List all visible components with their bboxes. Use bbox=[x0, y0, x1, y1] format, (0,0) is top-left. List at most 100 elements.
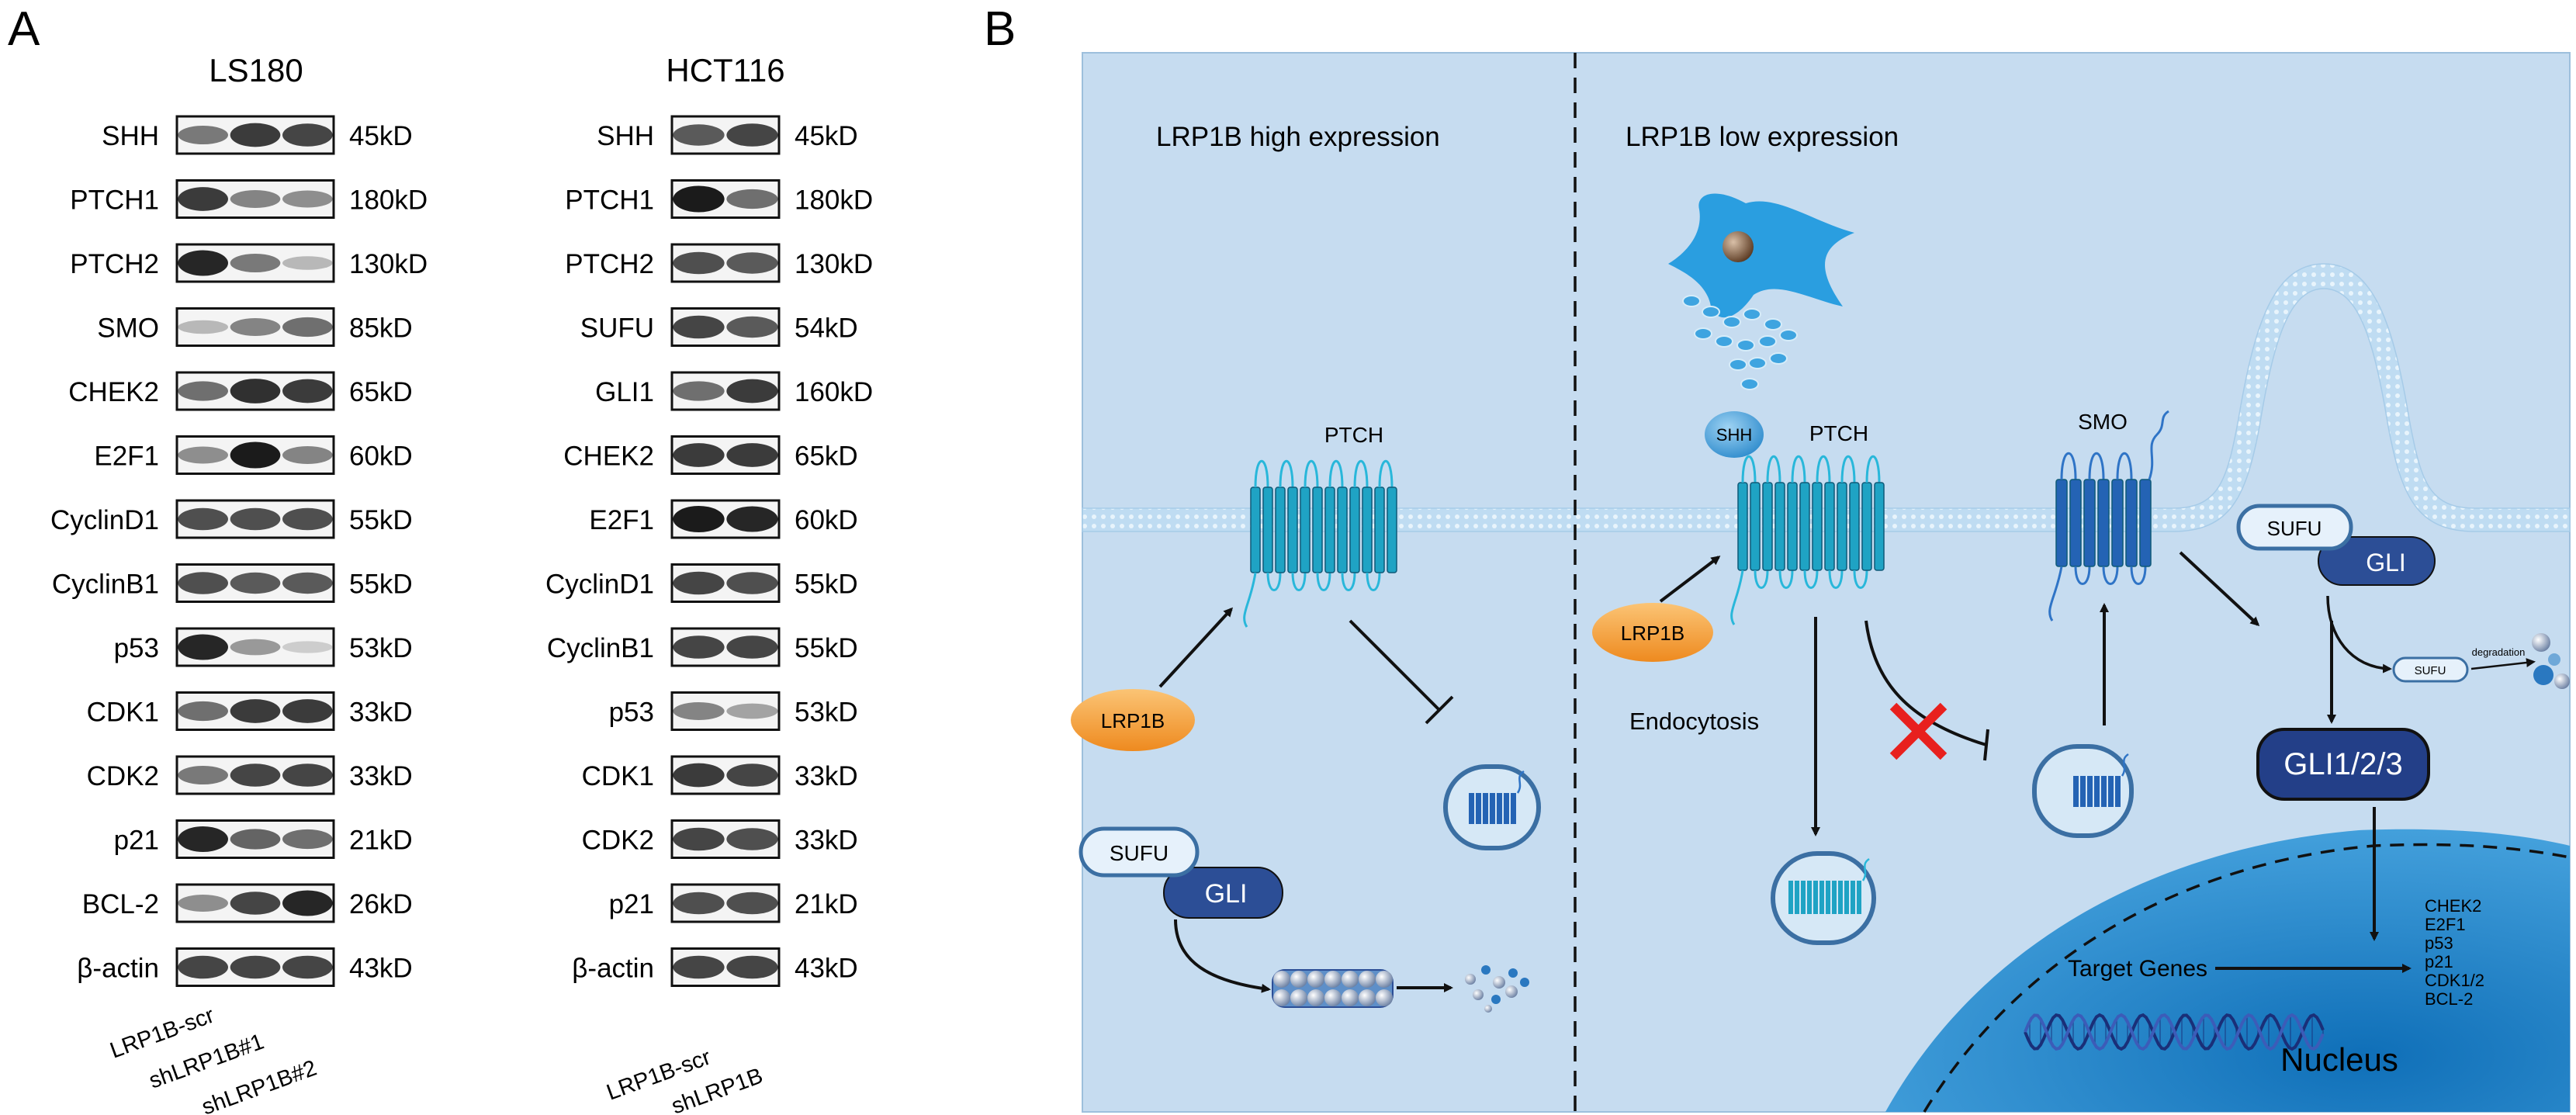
blot-band bbox=[282, 317, 333, 338]
blot-band bbox=[673, 251, 725, 275]
arrow-gli-to-degradation bbox=[1174, 919, 1271, 993]
blot-protein-label: SHH bbox=[102, 121, 159, 151]
blot-band bbox=[673, 827, 725, 851]
blot-band bbox=[230, 639, 281, 656]
inhibition-blocked-x-icon bbox=[1889, 702, 1948, 760]
blot-band bbox=[282, 446, 333, 464]
blocked-inhibition-path bbox=[1864, 620, 1987, 746]
blot-band bbox=[282, 379, 333, 403]
blot-size-label: 65kD bbox=[795, 441, 858, 472]
blot-band bbox=[673, 124, 725, 146]
blot-band bbox=[230, 253, 281, 273]
blot-band bbox=[726, 764, 778, 787]
blot-band bbox=[282, 572, 333, 594]
blot-size-label: 54kD bbox=[795, 313, 858, 344]
blot-band bbox=[673, 635, 725, 659]
blot-band bbox=[726, 443, 778, 467]
ls180-title: LS180 bbox=[209, 52, 303, 88]
left-panel-title: LRP1B high expression bbox=[1156, 122, 1440, 152]
target-gene: p21 bbox=[2425, 952, 2453, 971]
blot-band bbox=[230, 572, 281, 594]
blot-band bbox=[230, 379, 281, 403]
blot-protein-label: CDK1 bbox=[582, 761, 654, 791]
blot-band bbox=[230, 892, 281, 915]
blot-band bbox=[726, 506, 778, 532]
blot-size-label: 33kD bbox=[349, 761, 413, 791]
shh-ligand-particles bbox=[1682, 295, 1798, 390]
blot-protein-label: CHEK2 bbox=[68, 377, 159, 407]
arrow-lrp1b-to-ptch-right bbox=[1659, 556, 1721, 603]
blot-band bbox=[178, 187, 228, 211]
blot-band bbox=[178, 446, 228, 464]
blot-size-label: 60kD bbox=[795, 505, 858, 535]
blot-band bbox=[282, 641, 333, 653]
target-gene: p53 bbox=[2425, 933, 2453, 953]
blot-size-label: 85kD bbox=[349, 313, 413, 344]
blot-protein-label: PTCH2 bbox=[565, 249, 654, 279]
target-genes-label: Target Genes bbox=[2068, 956, 2207, 982]
sufu-free-label: SUFU bbox=[2415, 664, 2446, 677]
blot-band bbox=[673, 443, 725, 467]
dna-helix-icon bbox=[2024, 1013, 2325, 1051]
blot-protein-label: CyclinD1 bbox=[545, 570, 654, 600]
sufu-free: SUFU bbox=[2392, 656, 2469, 683]
blot-size-label: 45kD bbox=[349, 121, 413, 151]
degraded-fragments-icon bbox=[1465, 965, 1529, 1013]
blot-band bbox=[282, 764, 333, 787]
blot-band bbox=[726, 572, 778, 594]
hct116-title: HCT116 bbox=[666, 52, 784, 88]
blot-size-label: 45kD bbox=[795, 121, 858, 151]
shh-secreting-cell-icon bbox=[1668, 193, 1854, 318]
shh-bound-ligand: SHH bbox=[1705, 411, 1764, 458]
nucleus-label: Nucleus bbox=[2280, 1041, 2398, 1078]
blot-band bbox=[726, 379, 778, 403]
lrp1b-label-right: LRP1B bbox=[1621, 622, 1684, 645]
blot-band bbox=[673, 571, 725, 595]
gli-label-right: GLI bbox=[2366, 549, 2406, 577]
blot-size-label: 21kD bbox=[349, 826, 413, 856]
blot-protein-label: PTCH2 bbox=[70, 249, 159, 279]
blot-size-label: 33kD bbox=[349, 698, 413, 728]
target-gene: E2F1 bbox=[2425, 915, 2466, 934]
lrp1b-right: LRP1B bbox=[1592, 603, 1713, 662]
blot-band bbox=[673, 702, 725, 720]
sufu-gli-complex-right: SUFU GLI bbox=[2236, 504, 2436, 586]
blot-band bbox=[673, 381, 725, 401]
blot-band bbox=[726, 703, 778, 719]
blot-size-label: 180kD bbox=[795, 185, 873, 216]
blot-size-label: 65kD bbox=[349, 377, 413, 407]
smo-receptor bbox=[2048, 410, 2169, 622]
lrp1b-left: LRP1B bbox=[1071, 689, 1195, 751]
blot-band bbox=[178, 826, 228, 852]
blot-protein-label: SMO bbox=[97, 313, 159, 344]
blot-band bbox=[673, 506, 725, 532]
proteasome-icon bbox=[1272, 969, 1394, 1008]
blot-band bbox=[230, 955, 281, 979]
gli123-active: GLI1/2/3 bbox=[2256, 728, 2430, 801]
blot-band bbox=[282, 829, 333, 850]
blot-size-label: 55kD bbox=[349, 505, 413, 535]
blot-band bbox=[230, 318, 281, 336]
blot-protein-label: BCL-2 bbox=[82, 889, 159, 919]
blot-band bbox=[282, 955, 333, 979]
blot-band bbox=[726, 316, 778, 338]
nuclear-envelope bbox=[1923, 843, 2571, 1113]
blot-protein-label: CDK2 bbox=[582, 826, 654, 856]
blot-band bbox=[178, 765, 228, 785]
blot-size-label: 21kD bbox=[795, 889, 858, 919]
arrow-sufu-degradation bbox=[2470, 658, 2536, 670]
degradation-label: degradation bbox=[2472, 646, 2526, 658]
blot-band bbox=[673, 955, 725, 979]
ptch-receptor-right bbox=[1730, 455, 1885, 625]
blot-protein-label: CyclinD1 bbox=[50, 505, 159, 535]
blot-band bbox=[726, 892, 778, 915]
sufu-degraded-fragments-icon bbox=[2532, 633, 2570, 689]
blot-protein-label: SHH bbox=[597, 121, 654, 151]
blot-size-label: 43kD bbox=[795, 954, 858, 984]
blot-size-label: 53kD bbox=[795, 698, 858, 728]
blot-band bbox=[178, 572, 228, 594]
blot-size-label: 43kD bbox=[349, 954, 413, 984]
blot-band bbox=[178, 125, 228, 145]
